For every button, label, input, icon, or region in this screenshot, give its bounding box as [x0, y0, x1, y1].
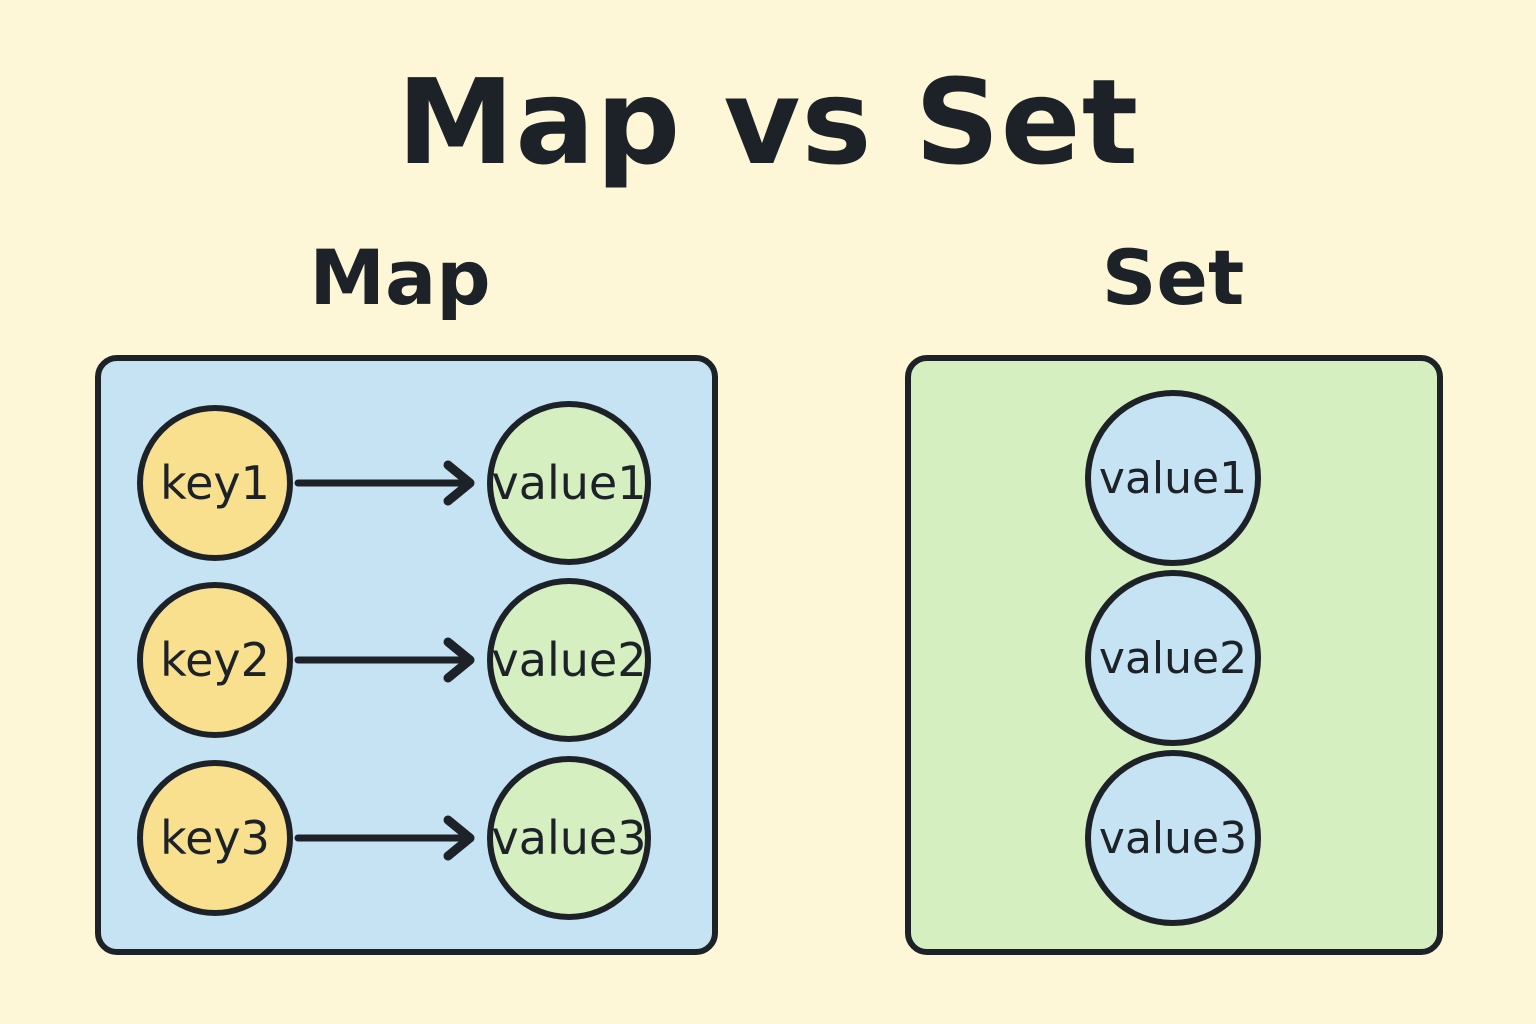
set-item-node[interactable]: value2	[1085, 570, 1261, 746]
map-section-heading: Map	[309, 233, 491, 322]
page-title: Map vs Set	[396, 53, 1140, 191]
set-section-heading: Set	[1101, 233, 1245, 322]
set-item-node[interactable]: value3	[1085, 750, 1261, 926]
map-key-node[interactable]: key3	[137, 760, 293, 916]
map-value-node[interactable]: value1	[487, 401, 651, 565]
arrow-right-icon	[294, 815, 475, 861]
arrow-right-icon	[294, 460, 475, 506]
map-value-node[interactable]: value3	[487, 756, 651, 920]
set-item-node[interactable]: value1	[1085, 390, 1261, 566]
map-value-node[interactable]: value2	[487, 578, 651, 742]
arrow-right-icon	[294, 637, 475, 683]
map-key-node[interactable]: key2	[137, 582, 293, 738]
map-key-node[interactable]: key1	[137, 405, 293, 561]
